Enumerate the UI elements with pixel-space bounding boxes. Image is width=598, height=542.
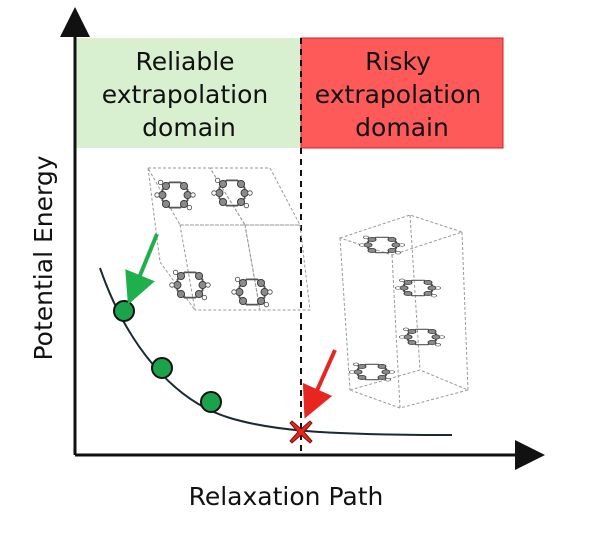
reliable-point <box>151 357 173 379</box>
risky-domain-label: Risky extrapolation domain <box>315 47 489 142</box>
benzene-ring <box>398 326 446 348</box>
red-arrow <box>302 349 337 419</box>
benzene-ring <box>230 276 274 308</box>
molecular-crystal-left <box>147 167 311 311</box>
y-axis-label: Potential Energy <box>29 155 58 360</box>
green-arrow <box>125 233 159 305</box>
reliable-point <box>200 391 222 413</box>
energy-curve <box>99 267 453 436</box>
risky-point-x-icon <box>289 420 313 444</box>
reliable-point <box>113 300 135 322</box>
reliable-domain-box <box>76 38 301 148</box>
benzene-ring <box>348 361 396 383</box>
benzene-ring <box>394 277 442 299</box>
molecular-crystal-right <box>338 214 470 409</box>
benzene-ring <box>210 177 254 209</box>
x-axis-label: Relaxation Path <box>189 482 384 511</box>
risky-domain-box <box>300 37 504 149</box>
reliable-domain-label: Reliable extrapolation domain <box>102 47 276 142</box>
benzene-ring <box>168 269 212 301</box>
benzene-ring <box>153 179 197 211</box>
